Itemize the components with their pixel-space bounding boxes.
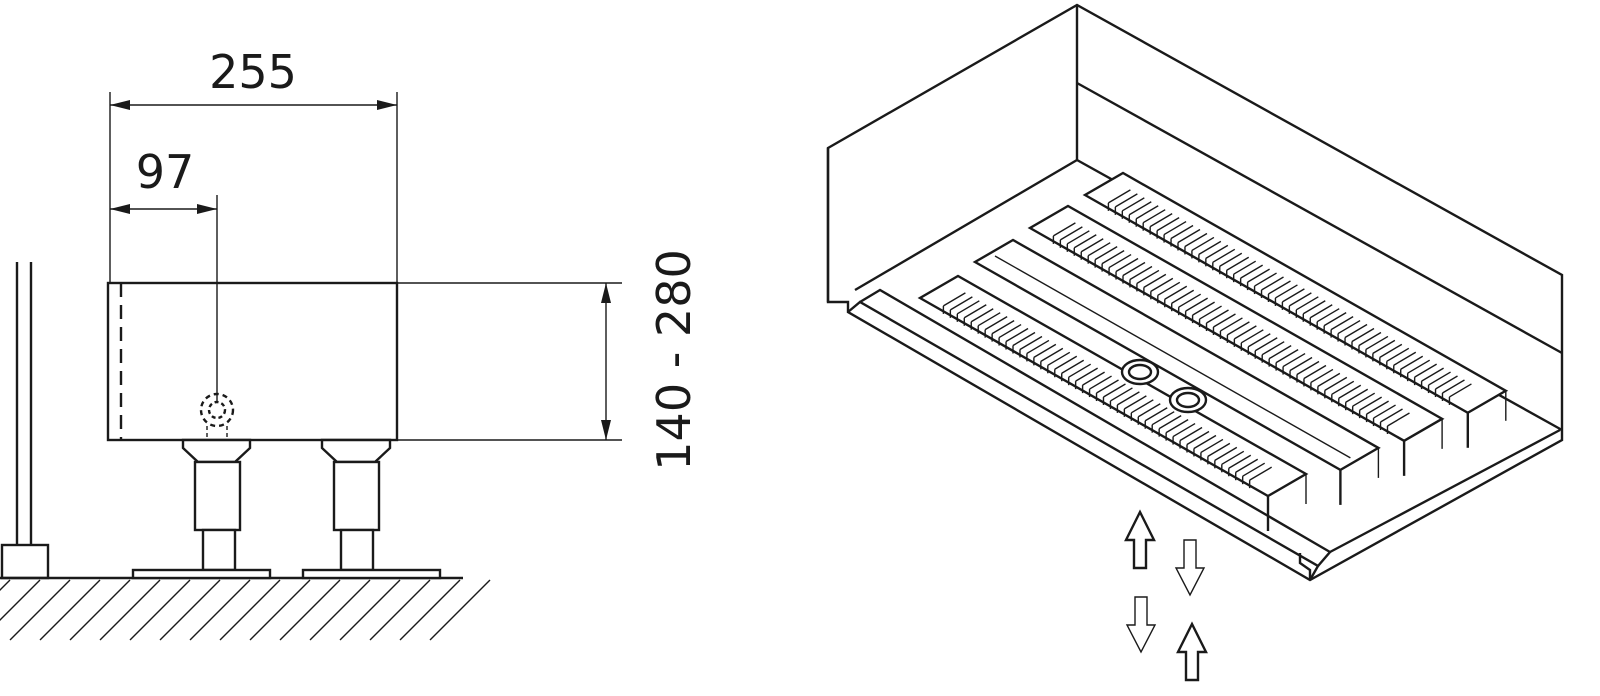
- arrow-down-icon: [1174, 539, 1206, 597]
- hatch-line: [249, 579, 311, 641]
- dimension-height: 140 - 280: [397, 249, 701, 471]
- hatch-line: [219, 579, 281, 641]
- hatch-line: [339, 579, 401, 641]
- dimension-width: 255: [109, 45, 398, 283]
- dimension-connection-offset: 97: [110, 145, 218, 402]
- grille-slot: [1027, 204, 1445, 476]
- airflow-arrows: [1124, 509, 1208, 682]
- hatch-line: [309, 579, 371, 641]
- pipe-channel: [972, 238, 1381, 505]
- hatch-line: [399, 579, 461, 641]
- dimension-label-height: 140 - 280: [647, 249, 701, 470]
- floor: [0, 576, 491, 641]
- convector-housing-side: [106, 281, 399, 442]
- hatch-line: [99, 579, 161, 641]
- hatch-line: [0, 579, 41, 621]
- wall: [0, 262, 50, 580]
- arrow-up-icon: [1124, 509, 1156, 570]
- grille-slots: [917, 171, 1509, 531]
- hatch-line: [159, 579, 221, 641]
- hatch-line: [189, 579, 251, 641]
- hatch-line: [39, 579, 101, 641]
- hatch-line: [369, 579, 431, 641]
- grille-slot: [917, 274, 1309, 531]
- arrow-up-icon: [1176, 621, 1208, 682]
- dimension-label-offset: 97: [136, 145, 195, 199]
- side-view: 255 97 140 - 280: [0, 45, 701, 641]
- hatch-line: [0, 579, 11, 591]
- isometric-view: [826, 3, 1564, 682]
- support-foot-right: [301, 438, 442, 580]
- hatch-line: [279, 579, 341, 641]
- pipe-connectors: [1120, 358, 1208, 414]
- hatch-line: [9, 579, 71, 641]
- support-foot-left: [131, 438, 272, 580]
- arrow-down-icon: [1125, 596, 1157, 654]
- hatch-line: [429, 579, 491, 641]
- hatch-line: [69, 579, 131, 641]
- dimension-label-width: 255: [209, 45, 297, 99]
- grille-slot: [1082, 171, 1509, 448]
- hatch-line: [129, 579, 191, 641]
